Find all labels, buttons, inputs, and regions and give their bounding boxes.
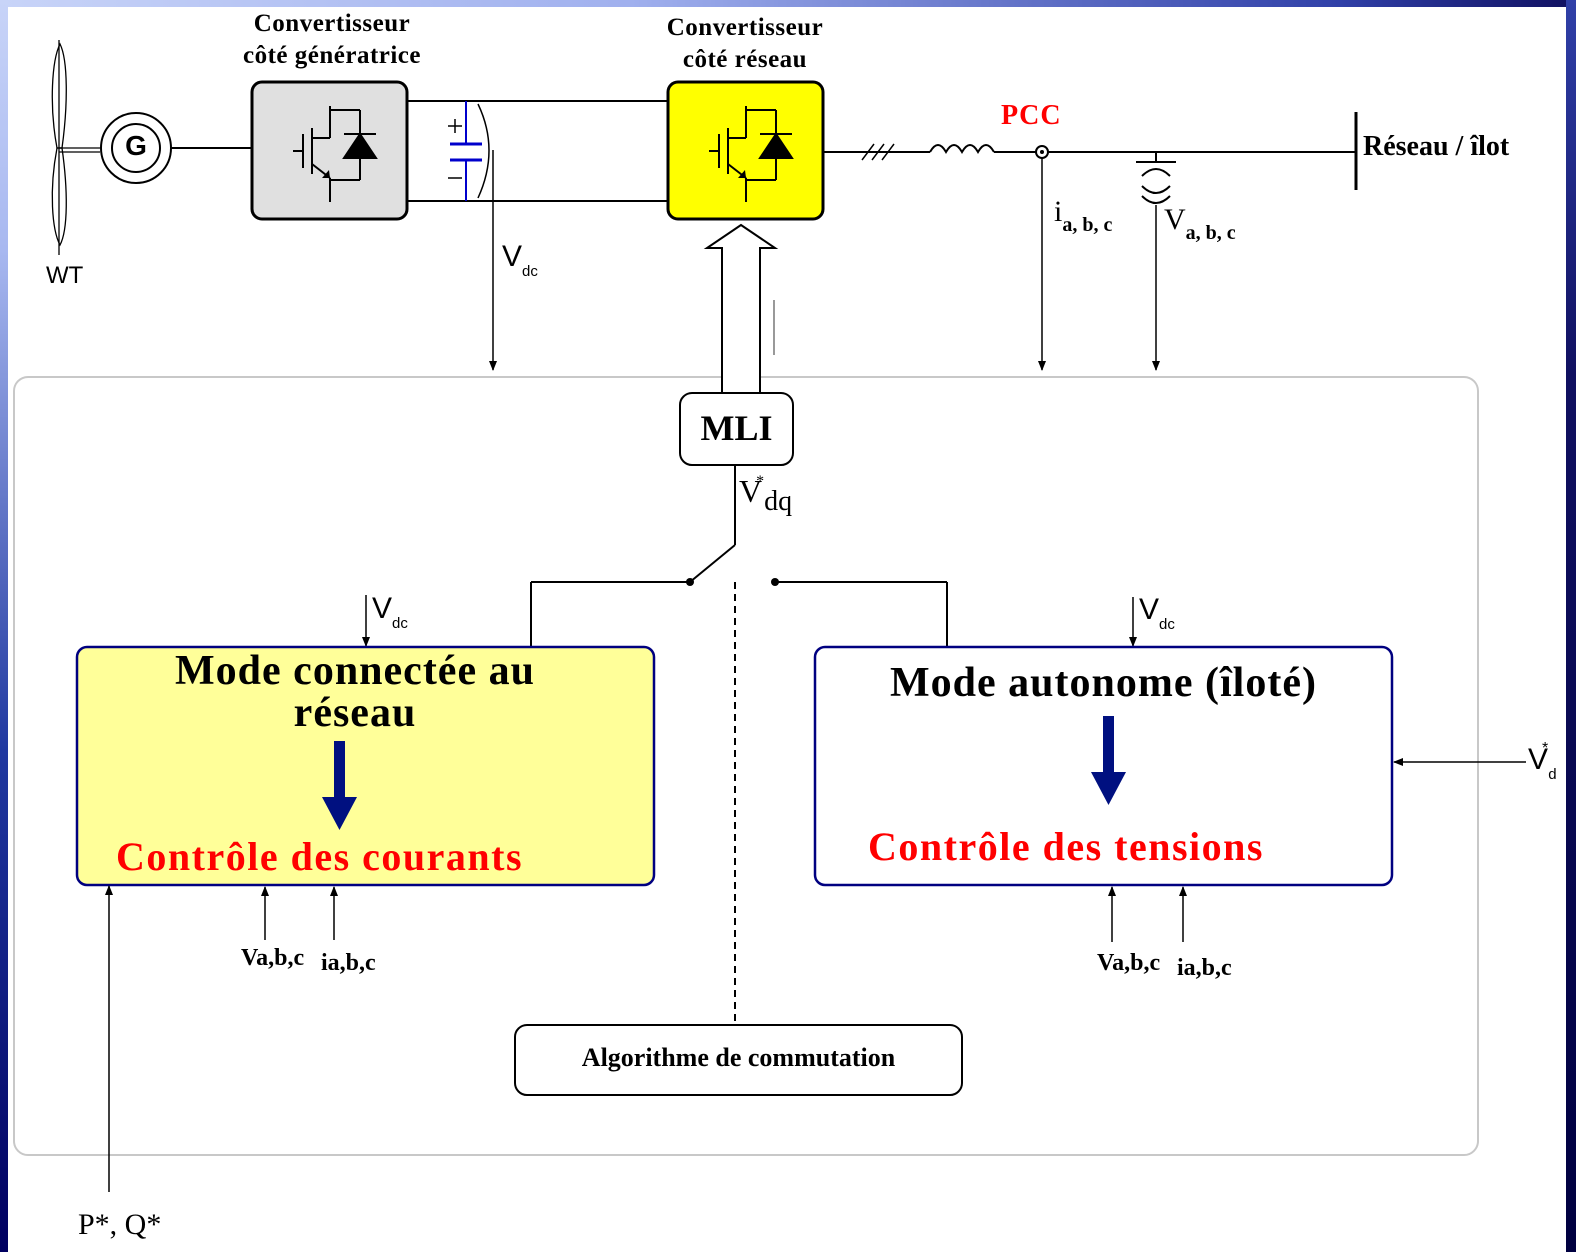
generator-g-label: G: [125, 130, 147, 161]
grid-label: Réseau / îlot: [1363, 131, 1510, 162]
vdc-right-sub: dc: [1159, 616, 1175, 633]
i-abc-top-label: ia, b, c: [1054, 195, 1112, 237]
v-abc-bottom-left-label: Va,b,c: [241, 945, 305, 971]
mode-connected-subtitle: Contrôle des courants: [116, 834, 524, 879]
vdc-left-sub: dc: [392, 615, 408, 632]
grid-converter-title-line1: Convertisseur: [666, 14, 824, 41]
vdc-top-sub: dc: [522, 263, 538, 280]
vd-sup: *: [1542, 740, 1549, 757]
dc-capacitor-icon: [450, 101, 482, 201]
dc-bus: [407, 100, 668, 202]
vdc-top-main: V: [502, 240, 523, 273]
generator-icon: [100, 112, 252, 184]
window-frame-right: [1566, 0, 1576, 1252]
vdc-right-main: V: [1139, 593, 1160, 626]
mli-block: [679, 392, 794, 466]
v-abc-top-main: V: [1164, 203, 1186, 236]
mode-connected-title: Mode connectée au réseau: [175, 648, 535, 736]
mode-switch-icon: [530, 465, 948, 647]
i-abc-top-sub: a, b, c: [1062, 214, 1113, 236]
mli-to-converter-arrow: [703, 223, 779, 393]
mode-island-title: Mode autonome (îloté): [890, 660, 1317, 706]
vdq-main: V: [739, 473, 763, 509]
i-abc-bottom-left-label: ia,b,c: [321, 950, 376, 976]
window-frame-left: [0, 0, 8, 1252]
grid-converter-title: Convertisseur côté réseau: [635, 12, 855, 76]
ac-line: [823, 143, 1355, 161]
vdc-left-label: Vdc: [372, 592, 408, 632]
vdc-right-label: Vdc: [1139, 593, 1175, 633]
v-abc-bottom-right-label: Va,b,c: [1097, 950, 1161, 976]
vdc-top-label: Vdc: [502, 240, 538, 280]
vd-ref-label: V* d: [1528, 740, 1557, 783]
vd-main: V: [1528, 743, 1549, 776]
down-arrow-connected: [322, 741, 357, 830]
grid-converter-title-line2: côté réseau: [682, 46, 808, 73]
wind-turbine-icon: [51, 40, 100, 255]
vdc-left-main: V: [372, 592, 393, 625]
v-abc-top-label: Va, b, c: [1164, 203, 1236, 245]
vdq-sup: *: [756, 473, 765, 490]
vdq-sub: dq: [764, 486, 793, 517]
i-abc-top-main: i: [1054, 195, 1063, 228]
grid-side-converter-block: [666, 80, 825, 221]
down-arrow-island: [1091, 716, 1126, 805]
voltage-transformer-icon: [1136, 152, 1176, 204]
vdq-ref-label: V*dq: [739, 473, 792, 518]
wt-label: WT: [46, 262, 84, 289]
window-frame-top: [0, 0, 1576, 7]
i-abc-bottom-right-label: ia,b,c: [1177, 955, 1232, 981]
gen-converter-title-line2: côté génératrice: [242, 42, 422, 69]
vd-sub: d: [1548, 766, 1557, 783]
v-abc-top-sub: a, b, c: [1185, 222, 1236, 244]
switching-algorithm-block: [514, 1024, 963, 1096]
mli-label: MLI: [700, 408, 773, 448]
switching-algorithm-label: Algorithme de commutation: [581, 1043, 896, 1072]
mode-island-subtitle: Contrôle des tensions: [868, 824, 1264, 869]
pq-ref-label: P*, Q*: [78, 1208, 162, 1241]
gen-converter-title: Convertisseur côté génératrice: [222, 8, 442, 72]
gen-converter-title-line1: Convertisseur: [253, 10, 411, 37]
mode-connected-block: [75, 645, 656, 887]
gen-side-converter-block: [250, 80, 409, 221]
pcc-label: PCC: [1001, 100, 1062, 131]
pcc-node: [1035, 145, 1049, 159]
